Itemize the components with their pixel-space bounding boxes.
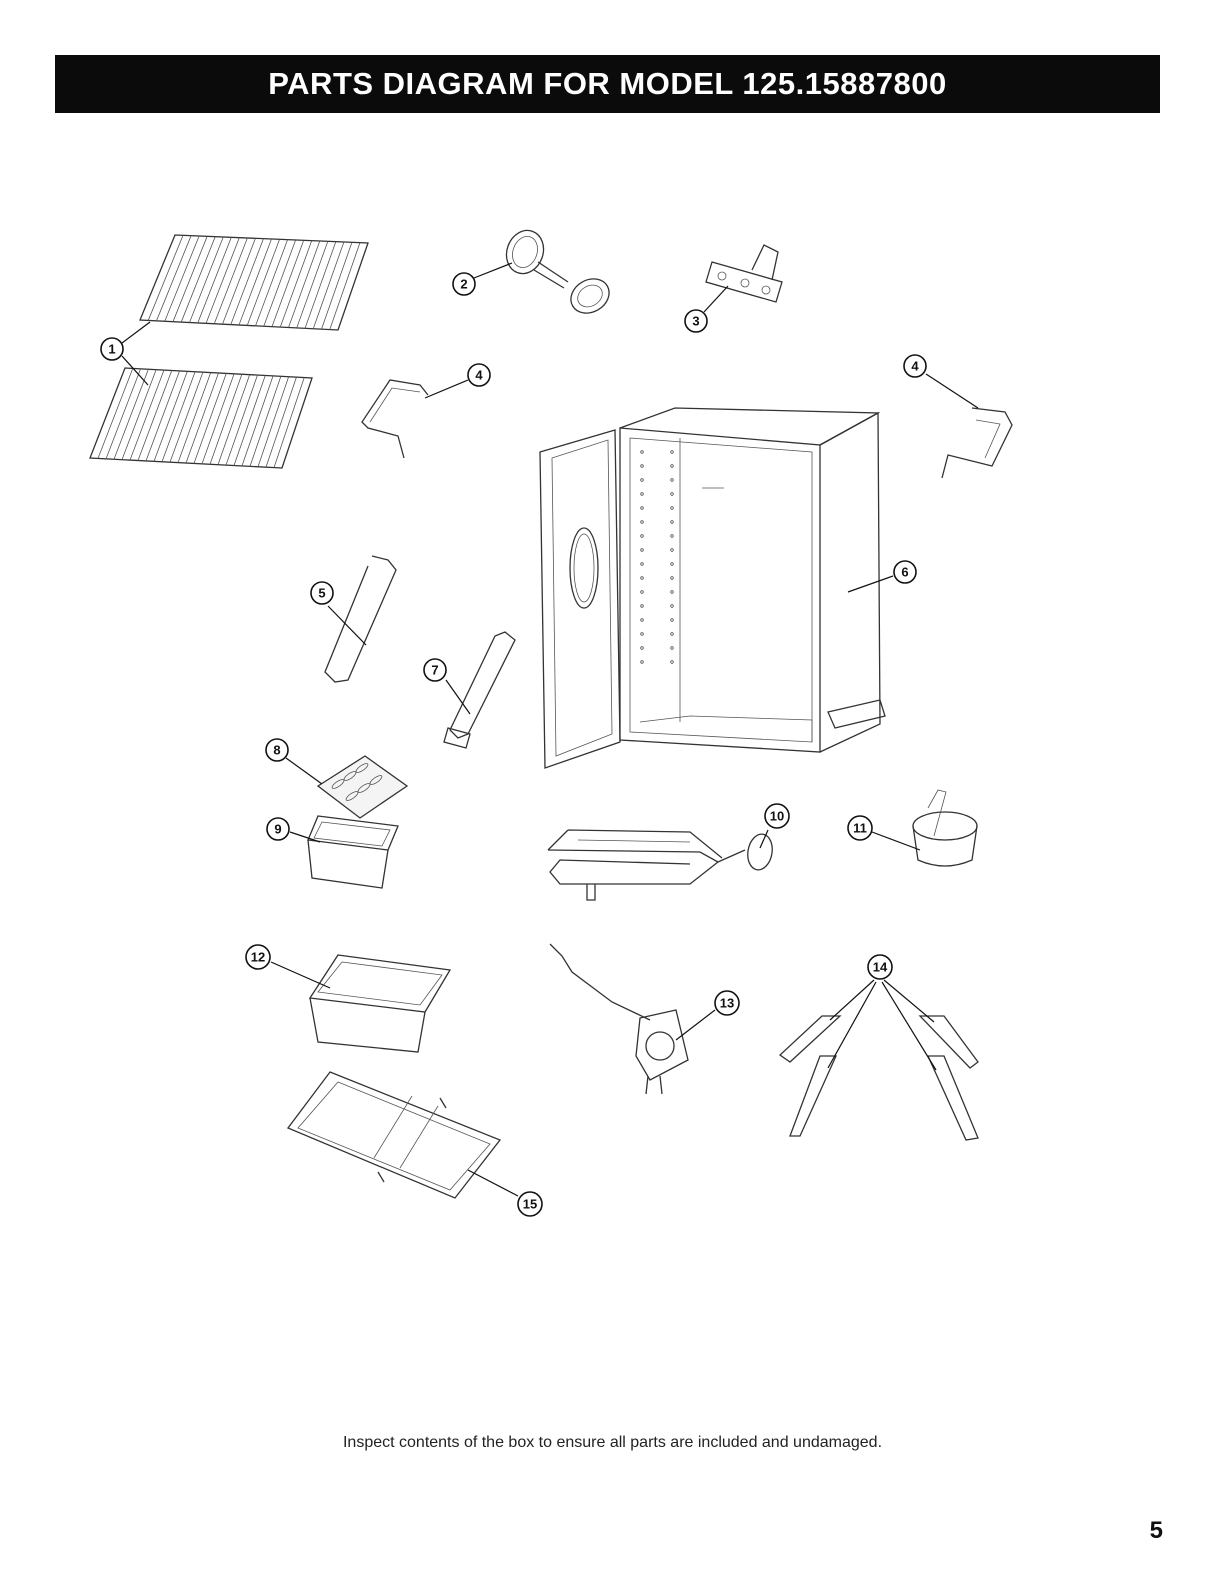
callout-5: 5 (311, 582, 333, 604)
part-10-heating-element (548, 830, 775, 900)
svg-text:12: 12 (251, 950, 265, 965)
svg-text:3: 3 (692, 314, 699, 329)
part-4-handle-right (942, 408, 1012, 478)
part-5-rod (325, 556, 396, 682)
svg-text:7: 7 (431, 663, 438, 678)
callout-4-right: 4 (904, 355, 926, 377)
svg-text:13: 13 (720, 996, 734, 1011)
svg-text:6: 6 (901, 565, 908, 580)
callout-2: 2 (453, 273, 475, 295)
callout-1: 1 (101, 338, 123, 360)
part-9-small-pan (308, 816, 398, 888)
part-11-water-bowl (913, 790, 977, 866)
callout-12: 12 (246, 945, 270, 969)
part-14-legs (780, 1016, 978, 1140)
callout-11: 11 (848, 816, 872, 840)
inspection-note: Inspect contents of the box to ensure al… (0, 1434, 1225, 1452)
part-2-damper (501, 225, 616, 320)
callout-6: 6 (894, 561, 916, 583)
page-number: 5 (1150, 1517, 1163, 1545)
part-12-large-pan (310, 955, 450, 1052)
callout-4-left: 4 (468, 364, 490, 386)
callout-15: 15 (518, 1192, 542, 1216)
svg-text:9: 9 (274, 822, 281, 837)
callout-14: 14 (868, 955, 892, 979)
callout-8: 8 (266, 739, 288, 761)
callout-9: 9 (267, 818, 289, 840)
svg-text:14: 14 (873, 960, 888, 975)
svg-text:4: 4 (475, 368, 483, 383)
part-7-bracket-arm (444, 632, 515, 748)
svg-text:5: 5 (318, 586, 325, 601)
callout-10: 10 (765, 804, 789, 828)
part-3-bracket (706, 245, 782, 302)
callout-7: 7 (424, 659, 446, 681)
svg-text:8: 8 (273, 743, 280, 758)
part-1-cooking-grates (90, 235, 368, 468)
leader-lines (122, 263, 978, 1196)
part-6-smoker-cabinet (540, 408, 885, 768)
part-8-vent-plate (318, 756, 407, 818)
callout-3: 3 (685, 310, 707, 332)
svg-text:1: 1 (108, 342, 115, 357)
svg-text:4: 4 (911, 359, 919, 374)
svg-text:2: 2 (460, 277, 467, 292)
part-15-wire-rack (288, 1072, 500, 1198)
callout-13: 13 (715, 991, 739, 1015)
svg-text:11: 11 (853, 821, 867, 836)
svg-text:10: 10 (770, 809, 784, 824)
part-13-controller (550, 944, 688, 1094)
part-4-handle-left (362, 380, 428, 458)
svg-text:15: 15 (523, 1197, 537, 1212)
